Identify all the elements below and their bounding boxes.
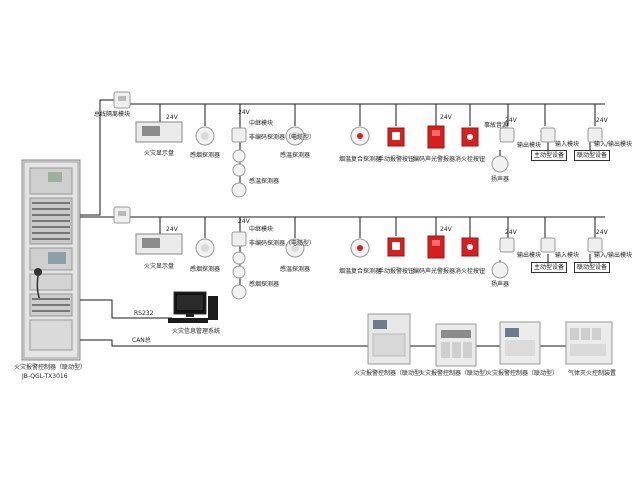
bus2-composite-label: 烟温复合探测器 bbox=[338, 268, 382, 275]
controller-3-label: 火灾报警控制器（联动型） bbox=[485, 370, 559, 377]
gas-controller-label: 气体灭火控制装置 bbox=[567, 370, 617, 377]
controller-3 bbox=[499, 321, 541, 365]
bus2-output-label: 输出模块 bbox=[517, 252, 542, 259]
gas-extinguishing-controller bbox=[565, 321, 613, 365]
bus1-output-label: 输出模块 bbox=[517, 142, 542, 149]
bus2-sound-light-label: 编码声光警报器 bbox=[412, 268, 456, 275]
bus2-sound-light-alarm bbox=[427, 235, 445, 259]
bus1-smoke-label: 感烟探测器 bbox=[189, 152, 221, 159]
bus2-smoke-label: 感烟探测器 bbox=[189, 266, 221, 273]
cabinet-button-rows bbox=[32, 202, 70, 312]
bus1-sound-light-24v-label: 24V bbox=[440, 114, 452, 121]
bus1-composite-detector bbox=[350, 126, 370, 146]
bus1-sound-light-label: 编码声光警报器 bbox=[412, 156, 456, 163]
bus1-speaker-label: 扬声器 bbox=[490, 176, 510, 183]
bus2-manual-call-point bbox=[387, 237, 405, 257]
bus1-relay-module bbox=[231, 127, 247, 198]
panel-model-label: JB-QGL-TX3016 bbox=[22, 373, 68, 380]
bus1-io-module bbox=[587, 127, 603, 143]
bus1-hydrant-button bbox=[461, 127, 479, 147]
bus1-output-module bbox=[491, 127, 515, 173]
bus1-heat-label: 感温探测器 bbox=[279, 152, 311, 159]
bus2-output-module bbox=[491, 237, 515, 279]
bus2-io-24v-label: 24V bbox=[596, 229, 608, 236]
controller-2-label: 火灾报警控制器（联动型） bbox=[418, 370, 492, 377]
bus2-relay-module bbox=[231, 231, 247, 300]
bus1-hydrant-label: 消火栓按钮 bbox=[454, 156, 486, 163]
bus1-display-label: 火灾显示盘 bbox=[143, 150, 175, 157]
bus2-smoke2-label: 感烟探测器 bbox=[249, 281, 280, 288]
bus2-manual-label: 手动报警按钮 bbox=[377, 268, 415, 275]
bus2-io-module bbox=[587, 237, 603, 253]
bus1-heat-detector bbox=[285, 126, 305, 146]
bus1-broadcast-24v-label: 24V bbox=[505, 117, 517, 124]
bus1-relay-label: 中继模块 bbox=[249, 120, 274, 127]
controller-2 bbox=[435, 323, 477, 367]
wiring bbox=[80, 99, 610, 364]
bus2-relay-24v-label: 24V bbox=[238, 218, 250, 225]
bus1-smoke2-label: 感温探测器 bbox=[249, 178, 280, 185]
rs232-label: RS232 bbox=[134, 310, 154, 317]
bus1-broadcast-label: 事故音源 bbox=[484, 122, 509, 129]
bus1-relay-24v-label: 24V bbox=[238, 109, 250, 116]
bus2-smoke-detector bbox=[195, 238, 215, 258]
bus2-isolator-module bbox=[113, 206, 131, 224]
bus2-sound-light-24v-label: 24V bbox=[440, 226, 452, 233]
bus1-display-24v-label: 24V bbox=[166, 114, 178, 121]
bus1-io-label: 输入/输出模块 bbox=[594, 141, 633, 148]
bus1-isolator-label: 总线隔离模块 bbox=[94, 111, 131, 118]
bus1-manual-label: 手动报警按钮 bbox=[377, 156, 415, 163]
bus1-io-24v-label: 24V bbox=[596, 117, 608, 124]
panel-name-label: 火灾报警控制器（联动型） bbox=[14, 364, 87, 371]
bus1-input-module bbox=[540, 127, 556, 143]
bus1-nonaddr-label: 非编码探测器（电缆型） bbox=[249, 134, 316, 141]
bus2-display-24v-label: 24V bbox=[166, 226, 178, 233]
computer-icon bbox=[168, 291, 218, 323]
bus1-smoke-detector bbox=[195, 126, 215, 146]
bus2-broadcast-24v-label: 24V bbox=[505, 229, 517, 236]
bus2-speaker-label: 扬声器 bbox=[490, 281, 510, 288]
bus2-heat-label: 感温探测器 bbox=[279, 266, 311, 273]
fire-alarm-control-cabinet bbox=[21, 159, 81, 361]
bus1-isolator-module bbox=[113, 91, 131, 109]
bus1-fire-display-panel bbox=[135, 121, 183, 143]
bus1-input-label: 输入模块 bbox=[555, 141, 580, 148]
bus2-hydrant-button bbox=[461, 237, 479, 257]
bus1-active-device: 主动型设备 bbox=[531, 150, 568, 161]
bus2-input-label: 输入模块 bbox=[555, 252, 580, 259]
can-label: CAN总 bbox=[132, 337, 151, 344]
pc-label: 火灾信息管理系统 bbox=[171, 328, 221, 335]
bus2-nonaddr-label: 非编码探测器（电缆型） bbox=[249, 240, 316, 247]
bus1-composite-label: 烟温复合探测器 bbox=[338, 156, 382, 163]
bus2-fire-display-panel bbox=[135, 233, 183, 255]
bus2-composite-detector bbox=[350, 238, 370, 258]
bus2-hydrant-label: 消火栓按钮 bbox=[454, 268, 486, 275]
bus1-sound-light-alarm bbox=[427, 125, 445, 149]
bus2-input-module bbox=[540, 237, 556, 253]
bus1-manual-call-point bbox=[387, 127, 405, 147]
controller-1-label: 火灾报警控制器（联动型） bbox=[353, 370, 427, 377]
bus2-display-label: 火灾显示盘 bbox=[143, 263, 175, 270]
bus2-linkage-device: 联动型设备 bbox=[574, 262, 611, 273]
bus2-active-device: 主动型设备 bbox=[531, 262, 568, 273]
bus2-io-label: 输入/输出模块 bbox=[594, 252, 633, 259]
controller-1 bbox=[367, 313, 411, 365]
bus1-linkage-device: 联动型设备 bbox=[574, 150, 611, 161]
bus2-relay-label: 中继模块 bbox=[249, 226, 274, 233]
bus2-heat-detector bbox=[285, 238, 305, 258]
